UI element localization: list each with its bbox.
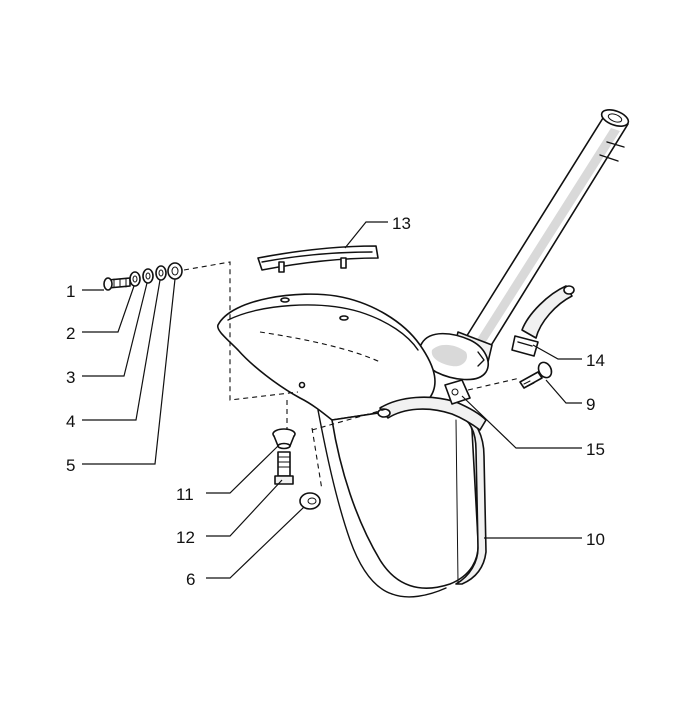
- callout-12: 12: [176, 528, 195, 547]
- callout-14: 14: [586, 351, 605, 370]
- leader-lines: [82, 221, 582, 579]
- steering-column: [418, 109, 630, 381]
- callout-4: 4: [66, 412, 75, 431]
- callout-15: 15: [586, 440, 605, 459]
- callout-13: 13: [392, 214, 411, 233]
- mounting-grommet: [272, 428, 296, 450]
- screw: [519, 361, 553, 389]
- nut: [299, 492, 321, 510]
- assembly-guide-lines: [183, 261, 521, 491]
- callout-11: 11: [176, 485, 194, 504]
- clamp: [511, 285, 575, 357]
- callout-1: 1: [66, 282, 75, 301]
- callout-10: 10: [586, 530, 605, 549]
- callout-9: 9: [586, 395, 595, 414]
- callout-labels: 1 2 3 4 5 6 9 10 11 12 13 14 15: [66, 214, 605, 589]
- callout-6: 6: [186, 570, 195, 589]
- mounting-bolt: [274, 451, 294, 485]
- callout-5: 5: [66, 456, 75, 475]
- callout-3: 3: [66, 368, 75, 387]
- bolt-washer-set: [103, 262, 183, 291]
- trim-strip: [257, 245, 379, 273]
- callout-2: 2: [66, 324, 75, 343]
